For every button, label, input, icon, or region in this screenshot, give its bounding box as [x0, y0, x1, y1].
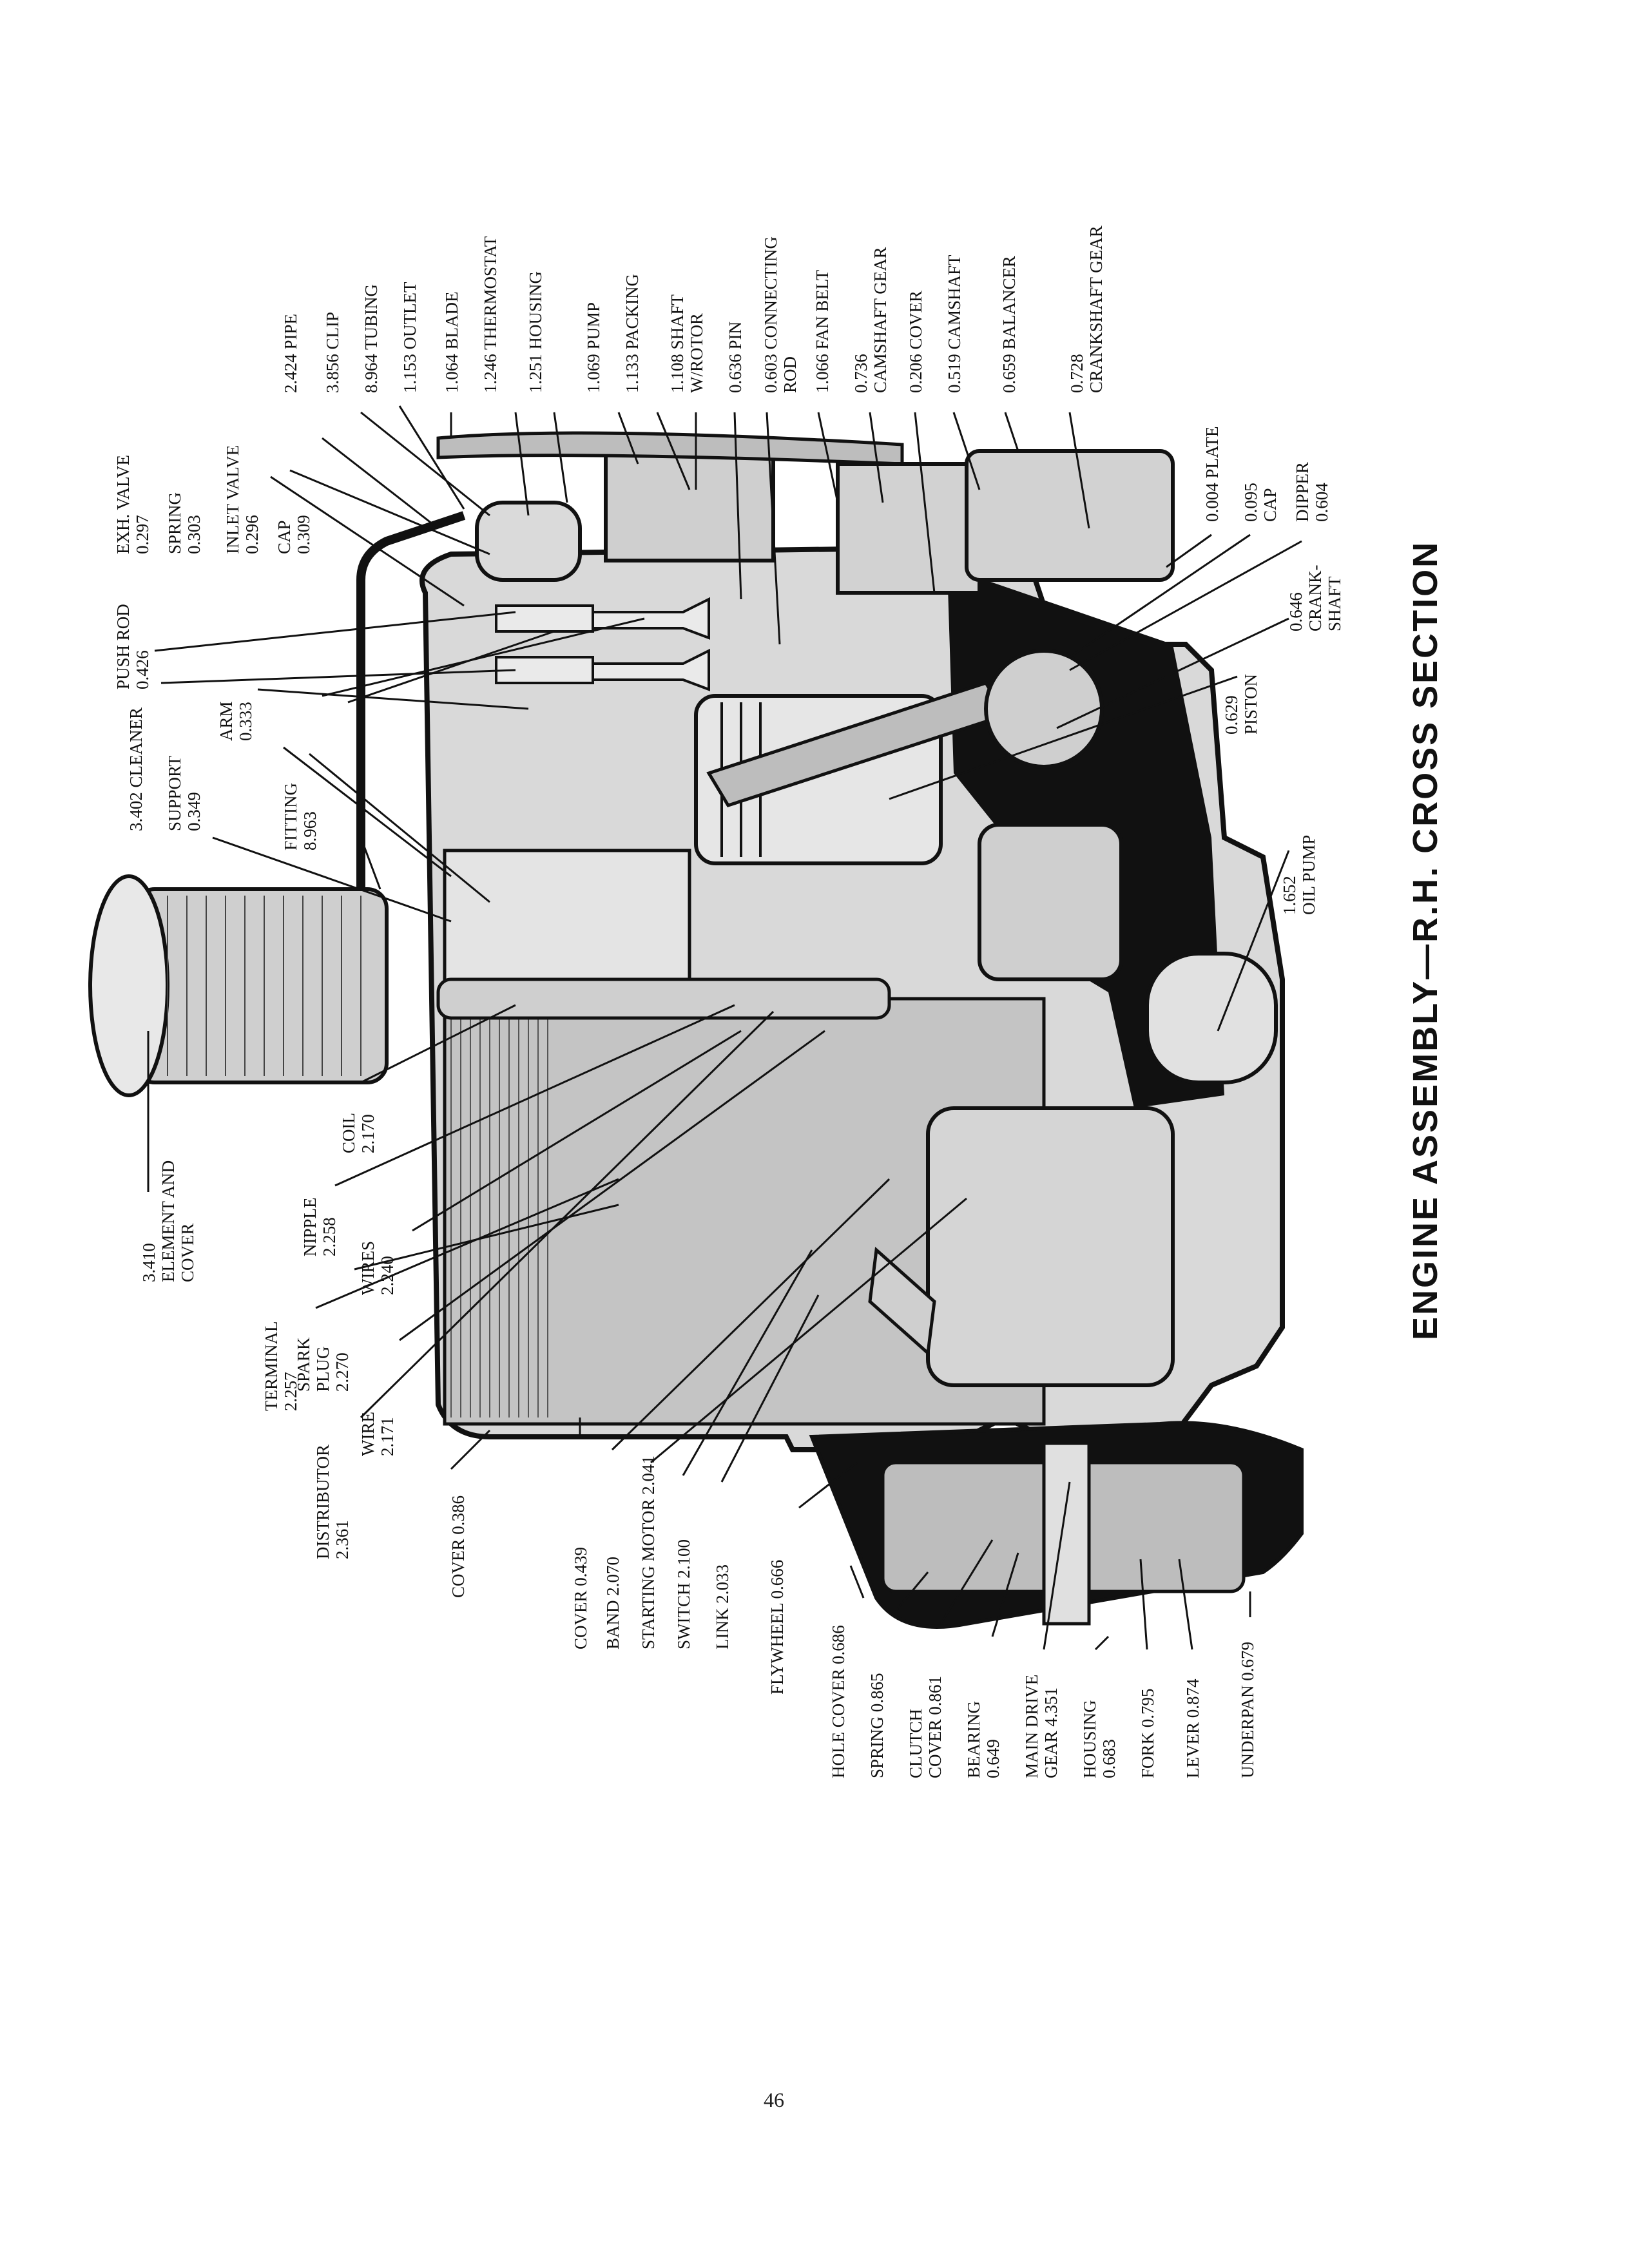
label-pin: 0.636 PIN — [726, 322, 745, 393]
label-terminal: TERMINAL2.257 — [262, 1321, 300, 1411]
label-support: SUPPORT0.349 — [165, 756, 204, 831]
page-number: 46 — [764, 2088, 784, 2111]
crankshaft-web — [984, 649, 1104, 769]
bendix-drive — [868, 1246, 936, 1357]
label-thermostat: 1.246 THERMOSTAT — [481, 236, 500, 393]
starting-motor — [926, 1106, 1175, 1387]
label-tubing: 8.964 TUBING — [361, 284, 381, 393]
label-pipe: 2.424 PIPE — [281, 314, 300, 393]
thermostat-housing — [475, 501, 582, 582]
label-cap-309: CAP0.309 — [275, 515, 313, 554]
label-arm: ARM0.333 — [217, 701, 255, 741]
label-shaft-rotor: 1.108 SHAFTW/ROTOR — [668, 294, 706, 393]
label-starting-motor: STARTING MOTOR 2.041 — [639, 1456, 658, 1649]
crankshaft-journal — [978, 823, 1123, 981]
label-hole-cover: HOLE COVER 0.686 — [829, 1625, 848, 1778]
leader-lines — [147, 405, 1302, 1651]
oil-pump — [1145, 952, 1278, 1084]
label-main-drive-gear: MAIN DRIVEGEAR 4.351 — [1022, 1675, 1061, 1778]
label-cover-206: 0.206 COVER — [906, 291, 925, 393]
label-fan-belt: 1.066 FAN BELT — [813, 269, 832, 393]
label-outlet: 1.153 OUTLET — [400, 282, 419, 393]
air-cleaner — [88, 874, 389, 1097]
label-underpan: UNDERPAN 0.679 — [1238, 1642, 1257, 1778]
label-exh-valve: EXH. VALVE0.297 — [113, 455, 152, 554]
label-connecting-rod: 0.603 CONNECTINGROD — [761, 236, 800, 393]
label-push-rod: PUSH ROD0.426 — [113, 604, 152, 689]
label-coil: COIL2.170 — [339, 1113, 378, 1153]
timing-gear-case — [836, 462, 981, 595]
label-cleaner: 3.402 CLEANER — [126, 707, 146, 831]
label-blade: 1.064 BLADE — [442, 292, 461, 394]
main-drive-gear — [1042, 1441, 1091, 1626]
label-housing-683: HOUSING0.683 — [1080, 1700, 1119, 1779]
label-crankshaft: 0.646CRANK-SHAFT — [1286, 564, 1344, 631]
valve-springs — [495, 597, 710, 691]
label-crankshaft-gear: 0.728CRANKSHAFT GEAR — [1067, 226, 1106, 393]
label-inlet-valve: INLET VALVE0.296 — [223, 445, 262, 554]
label-camshaft-gear: 0.736CAMSHAFT GEAR — [851, 247, 890, 393]
balancer-housing — [965, 449, 1175, 582]
water-pump-housing — [604, 449, 775, 562]
label-cap-095: 0.095CAP — [1241, 483, 1280, 522]
rocker-arm-assembly — [443, 849, 691, 994]
label-camshaft: 0.519 CAMSHAFT — [945, 255, 964, 393]
label-clutch-cover: CLUTCHCOVER 0.861 — [906, 1676, 945, 1778]
air-tubing — [356, 511, 466, 889]
label-flywheel: FLYWHEEL 0.666 — [767, 1560, 787, 1695]
label-dipper: DIPPER0.604 — [1293, 462, 1331, 522]
label-link: LINK 2.033 — [713, 1564, 732, 1649]
label-cover-439: COVER 0.439 — [571, 1547, 590, 1649]
label-switch: SWITCH 2.100 — [674, 1539, 693, 1649]
callout-labels: EXH. VALVE0.297 PUSH ROD0.426 SPRING0.30… — [113, 226, 1344, 1778]
label-clip: 3.856 CLIP — [323, 312, 342, 393]
label-fork: FORK 0.795 — [1138, 1688, 1157, 1778]
label-bearing: BEARING0.649 — [964, 1701, 1003, 1778]
side-cover-fins — [450, 1018, 548, 1418]
label-wire: WIRE2.171 — [358, 1412, 397, 1456]
label-spring-865: SPRING 0.865 — [867, 1673, 887, 1778]
label-plate: 0.004 PLATE — [1202, 427, 1222, 523]
label-fitting: FITTING8.963 — [281, 783, 320, 850]
label-spring-303: SPRING0.303 — [165, 492, 204, 554]
label-pump: 1.069 PUMP — [584, 302, 603, 393]
engine-illustration — [88, 431, 1304, 1629]
label-oil-pump: 1.652OIL PUMP — [1280, 835, 1318, 915]
label-nipple: NIPPLE2.258 — [300, 1197, 339, 1256]
label-distributor: DISTRIBUTOR2.361 — [313, 1445, 352, 1559]
label-lever: LEVER 0.874 — [1183, 1678, 1202, 1778]
label-spark-plug: SPARKPLUG2.270 — [294, 1337, 352, 1392]
label-balancer: 0.659 BALANCER — [999, 256, 1019, 393]
label-element-cover: 3.410ELEMENT ANDCOVER — [139, 1160, 197, 1282]
figure-title: ENGINE ASSEMBLY—R.H. CROSS SECTION — [1406, 541, 1445, 1340]
label-band: BAND 2.070 — [603, 1557, 622, 1649]
label-housing-1251: 1.251 HOUSING — [526, 271, 545, 393]
label-cover-386: COVER 0.386 — [448, 1495, 468, 1598]
distributor-shaft — [436, 977, 891, 1020]
label-piston: 0.629PISTON — [1222, 674, 1260, 735]
label-wires: WIRES2.240 — [358, 1241, 397, 1295]
label-packing: 1.133 PACKING — [622, 274, 642, 393]
